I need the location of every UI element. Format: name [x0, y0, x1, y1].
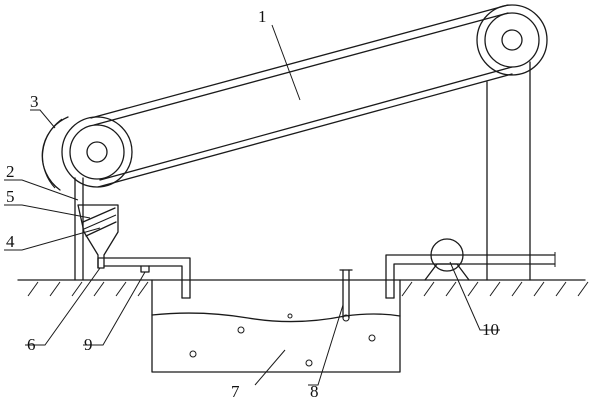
lower-drum-outer [61, 116, 133, 188]
scraper-arc-outer [42, 118, 63, 189]
label-10: 10 [482, 320, 499, 339]
leader-5 [4, 204, 91, 219]
bubble-1 [237, 326, 245, 334]
leader-1 [271, 24, 301, 101]
belt-lower-inner [99, 66, 513, 181]
label-1: 1 [258, 7, 267, 26]
belt-lower-outer [97, 73, 513, 188]
ground-hatch-mark [577, 281, 589, 297]
leader-8 [308, 304, 344, 386]
bubble-3 [189, 350, 197, 358]
label-9: 9 [84, 335, 93, 354]
bubble-4 [305, 359, 313, 367]
drain-valve [140, 265, 150, 273]
pump-base [424, 263, 470, 281]
ground-hatch-mark [555, 281, 567, 297]
hopper-screen-upper [82, 207, 116, 223]
bubble-5 [368, 334, 376, 342]
ground-hatch-mark [49, 281, 61, 297]
ground-hatch-mark [27, 281, 39, 297]
hopper-screen-lower [85, 221, 117, 237]
ground-hatch-mark [423, 281, 435, 297]
leader-2 [4, 179, 79, 201]
pipe-inner [103, 265, 183, 299]
ground [17, 279, 589, 297]
pipe-outer [97, 257, 191, 299]
label-8: 8 [310, 382, 319, 401]
right-support [486, 61, 531, 281]
ground-hatch-mark [71, 281, 83, 297]
ground-hatch-mark [445, 281, 457, 297]
callout-labels: 1 2 3 4 5 6 7 8 9 10 [6, 7, 499, 401]
level-probe [339, 269, 353, 322]
pump-assembly [385, 238, 556, 299]
ground-hatch-mark [511, 281, 523, 297]
upper-drum-outer [476, 4, 548, 76]
leader-9 [83, 271, 146, 346]
leader-7 [254, 349, 286, 386]
leader-3 [30, 109, 56, 129]
return-pipe-outer [385, 254, 556, 299]
ground-hatch-mark [467, 281, 479, 297]
lower-drum-hub [86, 141, 108, 163]
hopper-screen-mid [83, 214, 117, 230]
label-5: 5 [6, 187, 15, 206]
hopper [77, 204, 119, 269]
left-support [74, 177, 84, 281]
ground-hatch-mark [137, 281, 149, 297]
ground-hatch-mark [115, 281, 127, 297]
label-7: 7 [231, 382, 240, 401]
belt-upper-outer [90, 4, 509, 119]
water-tank [151, 279, 401, 373]
water-surface [151, 312, 401, 323]
ground-hatching [27, 281, 589, 297]
belt-conveyor [61, 4, 548, 188]
ground-hatch-mark [401, 281, 413, 297]
return-pipe-inner [393, 263, 556, 299]
label-6: 6 [27, 335, 36, 354]
hopper-body [77, 204, 119, 269]
leader-4 [4, 227, 101, 251]
ground-hatch-mark [533, 281, 545, 297]
label-2: 2 [6, 162, 15, 181]
tank-walls [151, 279, 401, 373]
ground-hatch-mark [93, 281, 105, 297]
ground-hatch-mark [489, 281, 501, 297]
upper-drum-rim [484, 12, 540, 68]
discharge-pipe [97, 257, 191, 299]
upper-drum-hub [501, 29, 523, 51]
label-3: 3 [30, 92, 39, 111]
pump-body [430, 238, 464, 272]
scraper-arc [41, 116, 69, 191]
label-4: 4 [6, 232, 15, 251]
probe-tip [342, 314, 350, 322]
leader-lines [4, 24, 500, 386]
lower-drum-rim [69, 124, 125, 180]
bubble-2 [287, 313, 293, 319]
leader-10 [449, 261, 500, 331]
belt-upper-inner [93, 12, 509, 126]
leader-6 [25, 267, 101, 346]
